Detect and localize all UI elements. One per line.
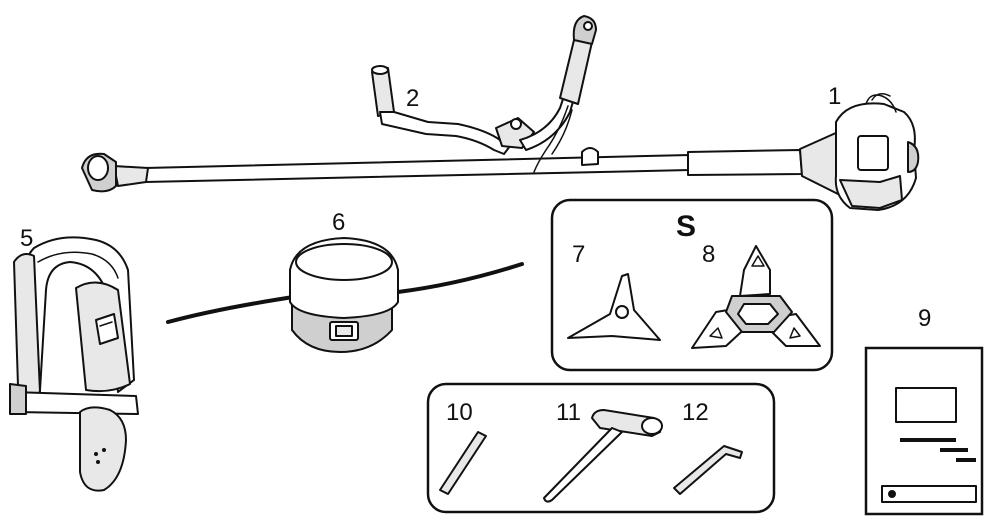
manual-icon (864, 346, 984, 516)
trimmer-head-icon (166, 237, 524, 353)
label-12: 12 (682, 399, 709, 426)
label-10: 10 (446, 399, 473, 426)
label-8: 8 (702, 241, 715, 268)
label-9: 9 (918, 305, 931, 332)
label-1: 1 (828, 83, 841, 110)
tools-group (426, 382, 776, 514)
label-5: 5 (20, 225, 33, 252)
label-2: 2 (406, 85, 419, 112)
combination-spanner-icon (543, 409, 663, 503)
optional-blades-group (550, 198, 834, 372)
label-S: S (676, 210, 696, 243)
three-tooth-blade-icon (567, 273, 661, 341)
label-11: 11 (556, 399, 581, 426)
shoulder-harness-icon (9, 236, 139, 492)
label-7: 7 (572, 241, 585, 268)
trimmer-shaft-with-engine-icon (81, 93, 920, 211)
handlebar-icon (371, 15, 597, 173)
rod-tool-icon (439, 431, 487, 495)
three-blade-cutter-icon (691, 245, 821, 349)
hex-key-icon (673, 445, 743, 495)
label-6: 6 (332, 209, 345, 236)
